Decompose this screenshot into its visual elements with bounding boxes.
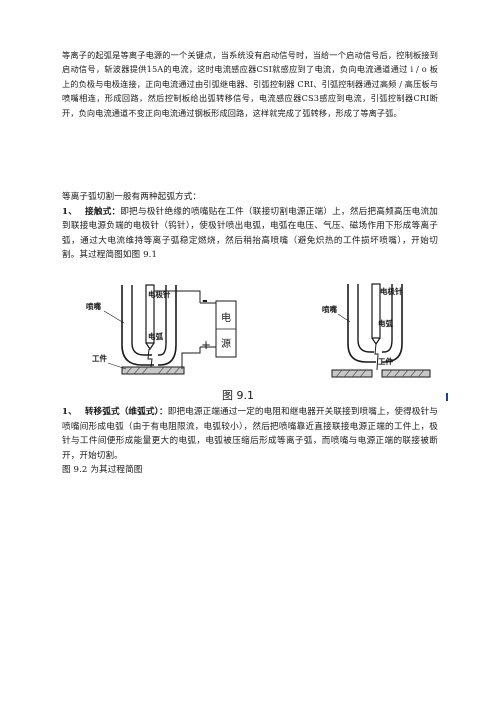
right-electrode-label: 电极针 xyxy=(380,286,403,296)
item2-body: 即把电源正端通过一定的电阻和继电器开关联接到喷嘴上，使得极针与喷嘴间形成电弧（由… xyxy=(62,407,439,461)
power-label-bottom: 源 xyxy=(221,337,231,350)
item2-number: 1、 xyxy=(62,407,77,417)
right-nozzle-label: 喷嘴 xyxy=(322,304,337,314)
power-label-top: 电 xyxy=(221,311,231,324)
intro-paragraph: 等离子的起弧是等离子电源的一个关键点，当系统没有启动信号时，当给一个启动信号后，… xyxy=(62,48,438,120)
figure-9-2-reference: 图 9.2 为其过程简图 xyxy=(62,465,143,476)
item1-number: 1、 xyxy=(62,206,78,217)
left-workpiece-label: 工件 xyxy=(92,353,107,363)
transfer-method-section: 1、转移弧式（维弧式）：即把电源正端通过一定的电阻和继电器开关联接到喷嘴上，使得… xyxy=(62,405,438,478)
item1-title: 接触式： xyxy=(85,206,121,217)
item1-body: 即把与极针绝缘的喷嘴贴在工件（联接切割电源正端）上，然后把高频高压电流加到联接电… xyxy=(62,206,438,261)
intro-text: 等离子的起弧是等离子电源的一个关键点，当系统没有启动信号时，当给一个启动信号后，… xyxy=(62,50,438,118)
left-nozzle-label: 喷嘴 xyxy=(86,301,101,311)
right-arc-label: 电弧 xyxy=(378,318,393,328)
left-arc-label: 电弧 xyxy=(148,331,163,341)
page-mark xyxy=(446,393,448,401)
transferred-arc-diagram: 喷嘴 电极针 电弧 工件 xyxy=(322,283,431,378)
transfer-method-paragraph: 1、转移弧式（维弧式）：即把电源正端通过一定的电阻和继电器开关联接到喷嘴上，使得… xyxy=(62,405,438,463)
plus-sign: + xyxy=(201,338,211,352)
arc-methods-section: 等离子弧切割一般有两种起弧方式： 1、接触式：即把与极针绝缘的喷嘴贴在工件（联接… xyxy=(62,190,438,263)
right-workpiece-label: 工件 xyxy=(378,356,393,366)
contact-arc-diagram: 喷嘴 电极针 电弧 工件 - + 电 源 xyxy=(86,284,237,375)
minus-sign: - xyxy=(202,293,208,309)
figure-caption: 图 9.1 xyxy=(222,389,254,402)
item2-title: 转移弧式（维弧式）： xyxy=(84,407,168,417)
section-heading: 等离子弧切割一般有两种起弧方式： xyxy=(62,192,202,202)
left-electrode-label: 电极针 xyxy=(148,289,171,299)
contact-method-paragraph: 1、接触式：即把与极针绝缘的喷嘴贴在工件（联接切割电源正端）上，然后把高频高压电… xyxy=(62,205,438,263)
